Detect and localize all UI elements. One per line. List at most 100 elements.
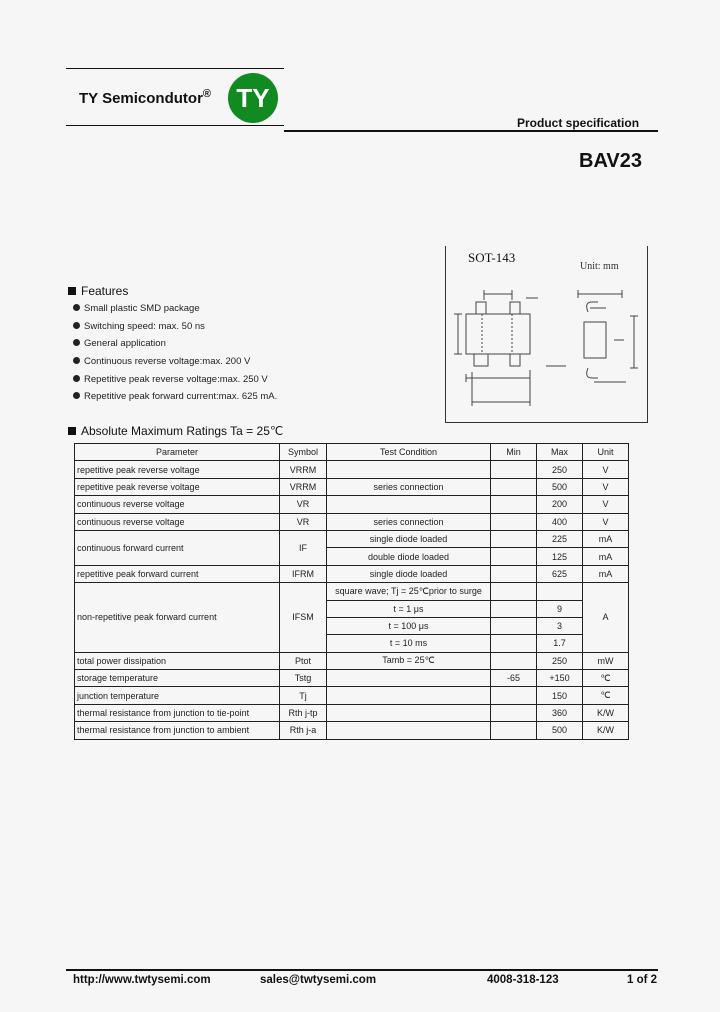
max-cell: 400 [536, 512, 583, 531]
param-cell: continuous reverse voltage [74, 512, 280, 531]
min-cell [490, 529, 537, 549]
condition-cell: t = 100 μs [326, 616, 491, 636]
max-cell: 150 [536, 686, 583, 705]
param-cell: junction temperature [74, 686, 280, 705]
max-cell: 9 [536, 599, 583, 618]
feature-item: Small plastic SMD package [73, 303, 200, 314]
param-cell: repetitive peak forward current [74, 564, 280, 584]
feature-item: Repetitive peak forward current:max. 625… [73, 391, 277, 402]
unit-cell: K/W [582, 721, 629, 740]
ratings-title: Absolute Maximum Ratings Ta = 25℃ [81, 424, 284, 438]
column-header: Symbol [279, 442, 327, 462]
footer-url[interactable]: http://www.twtysemi.com [73, 974, 211, 986]
condition-cell: series connection [326, 512, 491, 531]
unit-cell: V [582, 495, 629, 514]
bullet-icon [73, 339, 80, 346]
min-cell [490, 599, 537, 618]
unit-cell: V [582, 460, 629, 479]
table-row: thermal resistance from junction to tie-… [74, 703, 629, 723]
table-row: repetitive peak forward current IFRM sin… [74, 564, 629, 584]
condition-cell: series connection [326, 477, 491, 497]
param-cell: thermal resistance from junction to tie-… [74, 703, 280, 723]
unit-cell: K/W [582, 703, 629, 723]
max-cell: 625 [536, 564, 583, 584]
column-header: Parameter [74, 442, 280, 462]
symbol-cell: VR [279, 495, 327, 514]
symbol-cell: VRRM [279, 460, 327, 479]
header-main-rule [284, 130, 658, 132]
symbol-cell: Rth j-a [279, 721, 327, 740]
condition-cell: Tamb = 25℃ [326, 651, 491, 671]
max-cell: 500 [536, 477, 583, 497]
condition-cell: single diode loaded [326, 529, 491, 549]
table-row: thermal resistance from junction to ambi… [74, 721, 629, 740]
min-cell [490, 634, 537, 653]
condition-cell: t = 1 μs [326, 599, 491, 618]
package-unit: Unit: mm [580, 261, 619, 272]
unit-cell: ℃ [582, 686, 629, 705]
condition-cell [326, 686, 491, 705]
min-cell [490, 582, 537, 601]
part-number: BAV23 [579, 150, 642, 172]
condition-cell: t = 10 ms [326, 634, 491, 653]
max-cell: 125 [536, 547, 583, 566]
max-cell [536, 582, 583, 601]
company-name: TY Semicondutor® [79, 88, 211, 107]
min-cell [490, 495, 537, 514]
min-cell [490, 651, 537, 671]
header-bottom-rule [66, 125, 284, 126]
feature-text: Switching speed: max. 50 ns [84, 321, 205, 332]
condition-cell [326, 495, 491, 514]
footer-phone: 4008-318-123 [487, 974, 559, 986]
param-cell: total power dissipation [74, 651, 280, 671]
table-header-row: Parameter Symbol Test Condition Min Max … [74, 442, 629, 462]
min-cell [490, 703, 537, 723]
min-cell [490, 460, 537, 479]
symbol-cell: VR [279, 512, 327, 531]
column-header: Max [536, 442, 583, 462]
unit-cell: mA [582, 547, 629, 566]
condition-cell [326, 721, 491, 740]
package-drawing [454, 290, 638, 406]
param-cell: storage temperature [74, 669, 280, 688]
param-cell: thermal resistance from junction to ambi… [74, 721, 280, 740]
square-bullet-icon [68, 427, 76, 435]
symbol-cell: Rth j-tp [279, 703, 327, 723]
condition-cell: single diode loaded [326, 564, 491, 584]
feature-item: Switching speed: max. 50 ns [73, 321, 205, 332]
unit-cell: mA [582, 529, 629, 549]
unit-cell: V [582, 477, 629, 497]
param-cell: non-repetitive peak forward current [74, 582, 280, 653]
table-row: junction temperature Tj 150 ℃ [74, 686, 629, 705]
features-title: Features [81, 284, 129, 298]
param-cell: continuous forward current [74, 529, 280, 566]
max-cell: 225 [536, 529, 583, 549]
unit-cell: ℃ [582, 669, 629, 688]
min-cell [490, 721, 537, 740]
bullet-icon [73, 304, 80, 311]
feature-item: General application [73, 338, 166, 349]
symbol-cell: VRRM [279, 477, 327, 497]
header-top-rule [66, 68, 284, 69]
unit-cell: mA [582, 564, 629, 584]
bullet-icon [73, 375, 80, 382]
company-logo: TY [228, 73, 278, 123]
min-cell [490, 616, 537, 636]
feature-text: General application [84, 338, 166, 349]
registered-mark: ® [202, 88, 212, 100]
footer-email[interactable]: sales@twtysemi.com [260, 974, 377, 986]
max-cell: +150 [536, 669, 583, 688]
condition-cell: double diode loaded [326, 547, 491, 566]
min-cell [490, 547, 537, 566]
max-cell: 360 [536, 703, 583, 723]
package-body-top-view [465, 313, 531, 355]
min-cell [490, 564, 537, 584]
ratings-heading: Absolute Maximum Ratings Ta = 25℃ [68, 424, 283, 438]
min-cell [490, 686, 537, 705]
param-cell: continuous reverse voltage [74, 495, 280, 514]
table-row: storage temperature Tstg -65 +150 ℃ [74, 669, 629, 688]
table-row: continuous reverse voltage VR series con… [74, 512, 629, 531]
feature-text: Small plastic SMD package [84, 303, 200, 314]
symbol-cell: Tstg [279, 669, 327, 688]
table-row: t = 100 μs 3 [75, 616, 629, 636]
